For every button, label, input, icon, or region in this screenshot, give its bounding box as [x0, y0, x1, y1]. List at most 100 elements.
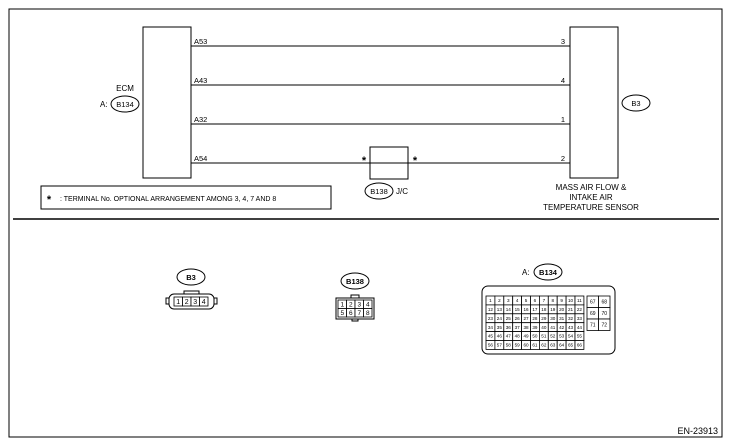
- pin-number: 51: [541, 334, 547, 339]
- pin-number: 8: [551, 298, 554, 303]
- pin-cell: [574, 340, 585, 350]
- pin-number: 67: [590, 300, 596, 306]
- ecm-connector-badge: [110, 95, 140, 113]
- figure-id: EN-23913: [677, 426, 718, 436]
- pin-number: 70: [601, 311, 607, 317]
- pin-number: 24: [497, 316, 503, 321]
- pin-number: 59: [515, 343, 521, 348]
- wire-ecm-pin: A32: [194, 115, 207, 124]
- sensor-name-line-3: TEMPERATURE SENSOR: [543, 203, 639, 212]
- connector-latch: [350, 294, 360, 299]
- pin-number: 23: [488, 316, 494, 321]
- pin-number: 68: [601, 300, 607, 306]
- wire-sensor-pin: 3: [561, 37, 565, 46]
- connector-badge: [176, 268, 206, 286]
- connector-latch: [183, 290, 200, 295]
- pin-number: 6: [534, 298, 537, 303]
- wire-ecm-pin: A43: [194, 76, 207, 85]
- pin-number: 3: [357, 302, 361, 309]
- pin-number: 27: [523, 316, 529, 321]
- jc-box: [369, 146, 409, 180]
- connector-label: B134: [539, 268, 558, 277]
- pin-number: 61: [532, 343, 538, 348]
- pin-cell: [363, 308, 373, 318]
- ecm-box: [142, 26, 192, 179]
- jc-connector-badge: [364, 182, 394, 200]
- wire-sensor-pin: 2: [561, 154, 565, 163]
- pin-number: 71: [590, 323, 596, 329]
- wire-sensor-pin: 1: [561, 115, 565, 124]
- pin-number: 48: [515, 334, 521, 339]
- pin-number: 8: [366, 310, 370, 317]
- pin-number: 69: [590, 311, 596, 317]
- pin-number: 22: [577, 307, 583, 312]
- pin-number: 1: [489, 298, 492, 303]
- wire-ecm-pin: A54: [194, 154, 207, 163]
- jc-mark-left: *: [362, 155, 367, 167]
- pin-number: 15: [515, 307, 521, 312]
- pin-number: 25: [506, 316, 512, 321]
- sensor-connector-badge: [621, 94, 651, 112]
- note-symbol: *: [47, 194, 52, 206]
- pin-number: 19: [550, 307, 556, 312]
- pin-number: 41: [550, 325, 556, 330]
- pin-number: 7: [543, 298, 546, 303]
- pin-number: 12: [488, 307, 494, 312]
- pin-number: 39: [532, 325, 538, 330]
- pin-number: 45: [488, 334, 494, 339]
- pin-number: 31: [559, 316, 565, 321]
- pin-number: 14: [506, 307, 512, 312]
- pin-number: 7: [357, 310, 361, 317]
- connector-ear-right: [213, 297, 218, 305]
- pin-number: 57: [497, 343, 503, 348]
- pin-number: 1: [340, 302, 344, 309]
- pin-number: 32: [568, 316, 574, 321]
- pin-number: 52: [550, 334, 556, 339]
- sensor-connector-label: B3: [631, 99, 640, 108]
- ecm-connector-prefix: A:: [100, 100, 108, 109]
- pin-number: 29: [541, 316, 547, 321]
- pin-number: 63: [550, 343, 556, 348]
- jc-suffix: J/C: [396, 187, 408, 196]
- pin-number: 26: [515, 316, 521, 321]
- wire-2: A43 4: [191, 76, 570, 86]
- connector-ear-left: [165, 297, 170, 305]
- pin-number: 5: [525, 298, 528, 303]
- pin-number: 46: [497, 334, 503, 339]
- jc-mark-right: *: [413, 155, 418, 167]
- pin-number: 35: [497, 325, 503, 330]
- pin-number: 56: [488, 343, 494, 348]
- pin-number: 13: [497, 307, 503, 312]
- pin-number: 17: [532, 307, 538, 312]
- pin-number: 20: [559, 307, 565, 312]
- wire-1: A53 3: [191, 37, 570, 47]
- pin-number: 16: [523, 307, 529, 312]
- pin-number: 21: [568, 307, 574, 312]
- pin-number: 58: [506, 343, 512, 348]
- pin-number: 30: [550, 316, 556, 321]
- pin-number: 6: [349, 310, 353, 317]
- wire-ecm-pin: A53: [194, 37, 207, 46]
- jc-connector-label: B138: [370, 187, 388, 196]
- pin-number: 60: [523, 343, 529, 348]
- pin-number: 55: [577, 334, 583, 339]
- pin-number: 2: [498, 298, 501, 303]
- sensor-name-line-2: INTAKE AIR: [569, 193, 613, 202]
- connector-label: B3: [186, 273, 196, 282]
- pin-number: 47: [506, 334, 512, 339]
- pin-number: 28: [532, 316, 538, 321]
- pin-number: 43: [568, 325, 574, 330]
- note-box: [40, 185, 332, 210]
- pin-number: 37: [515, 325, 521, 330]
- pin-number: 53: [559, 334, 565, 339]
- pin-number: 4: [202, 299, 206, 306]
- note-text: : TERMINAL No. OPTIONAL ARRANGEMENT AMON…: [60, 196, 276, 203]
- pin-number: 62: [541, 343, 547, 348]
- diagram-frame: [8, 8, 723, 438]
- pin-number: 65: [568, 343, 574, 348]
- pin-number: 5: [340, 310, 344, 317]
- pin-cell: [199, 296, 209, 307]
- connector-badge: [533, 263, 563, 281]
